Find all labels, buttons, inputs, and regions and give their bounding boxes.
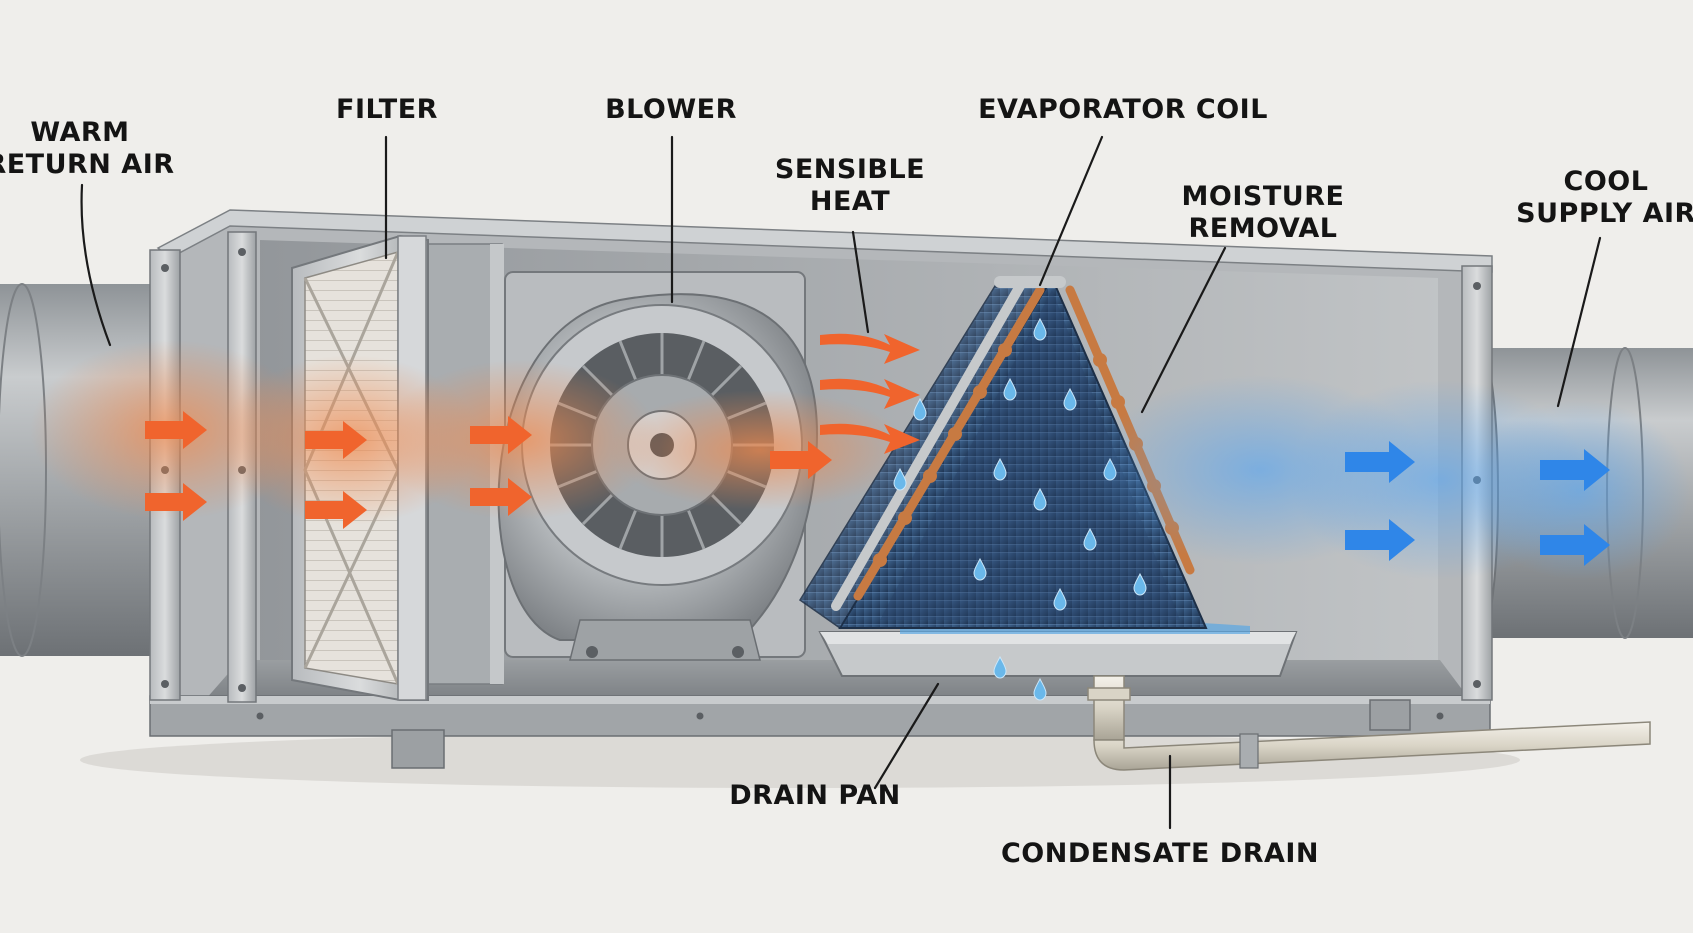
evaporator-coil xyxy=(798,275,1208,630)
label-supply-air: COOL SUPPLY AIR xyxy=(1516,166,1693,229)
label-return-air: WARM RETURN AIR xyxy=(0,117,175,180)
condensate-drain-pipe xyxy=(1087,675,1651,771)
label-filter: FILTER xyxy=(336,94,438,125)
label-drain-pan: DRAIN PAN xyxy=(729,780,901,811)
warm-airflow-arrow-icon xyxy=(820,423,920,454)
label-moisture-removal: MOISTURE REMOVAL xyxy=(1181,181,1345,244)
label-sensible-heat: SENSIBLE HEAT xyxy=(774,154,926,217)
warm-arrows xyxy=(145,333,920,529)
warm-airflow-arrow-icon xyxy=(820,333,920,364)
warm-airflow-arrow-icon xyxy=(820,378,920,409)
label-condensate-drain: CONDENSATE DRAIN xyxy=(1000,838,1320,869)
label-evaporator-coil: EVAPORATOR COIL xyxy=(978,94,1268,125)
leader-lines xyxy=(80,135,1602,830)
label-blower: BLOWER xyxy=(605,94,737,125)
